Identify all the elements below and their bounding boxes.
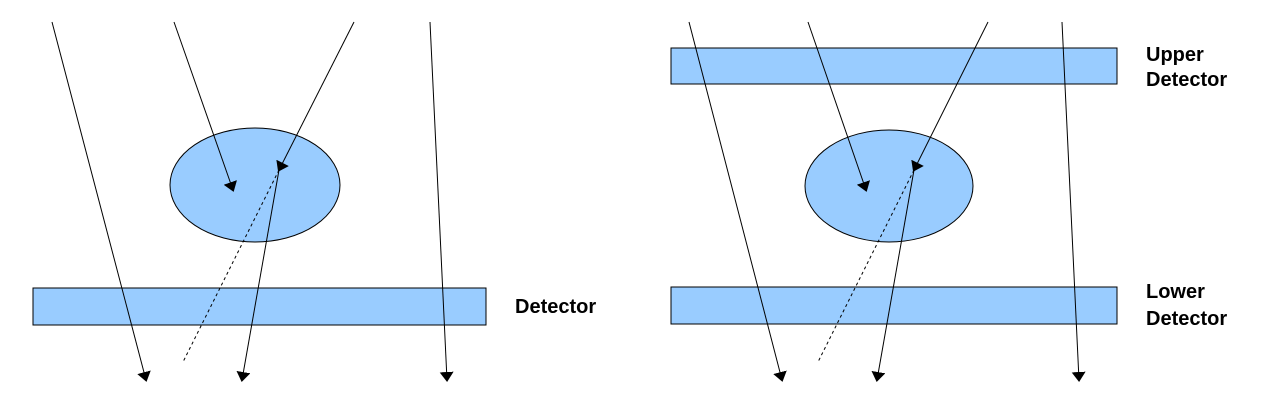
left-detector-bar [32, 287, 487, 326]
upper-detector-label-line-2: Detector [1146, 69, 1227, 91]
right-ray-4 [1061, 21, 1086, 382]
upper-detector-label: Upper Detector [1146, 44, 1227, 91]
left-ray-3-scatter [236, 169, 280, 382]
right-ray-2 [807, 21, 871, 192]
left-panel: Detector [32, 21, 596, 382]
right-ray-3 [911, 21, 989, 172]
left-detector-label: Detector [515, 296, 596, 318]
lower-detector-label-line-1: Lower [1146, 281, 1205, 303]
left-ray-3 [276, 21, 355, 172]
upper-detector-bar [670, 47, 1118, 85]
left-object-ellipse [169, 127, 341, 243]
right-object-ellipse [804, 129, 974, 243]
lower-detector-bar [670, 286, 1118, 325]
left-ray-1 [51, 21, 151, 382]
right-ray-1 [688, 21, 787, 382]
left-ray-2 [173, 21, 237, 192]
upper-detector-label-line-1: Upper [1146, 44, 1204, 66]
left-ray-4 [429, 21, 454, 382]
right-panel: Upper Detector Lower Detector [670, 21, 1227, 382]
lower-detector-label: Lower Detector [1146, 281, 1227, 330]
right-ray-3-scatter [871, 169, 915, 382]
lower-detector-label-line-2: Detector [1146, 308, 1227, 330]
